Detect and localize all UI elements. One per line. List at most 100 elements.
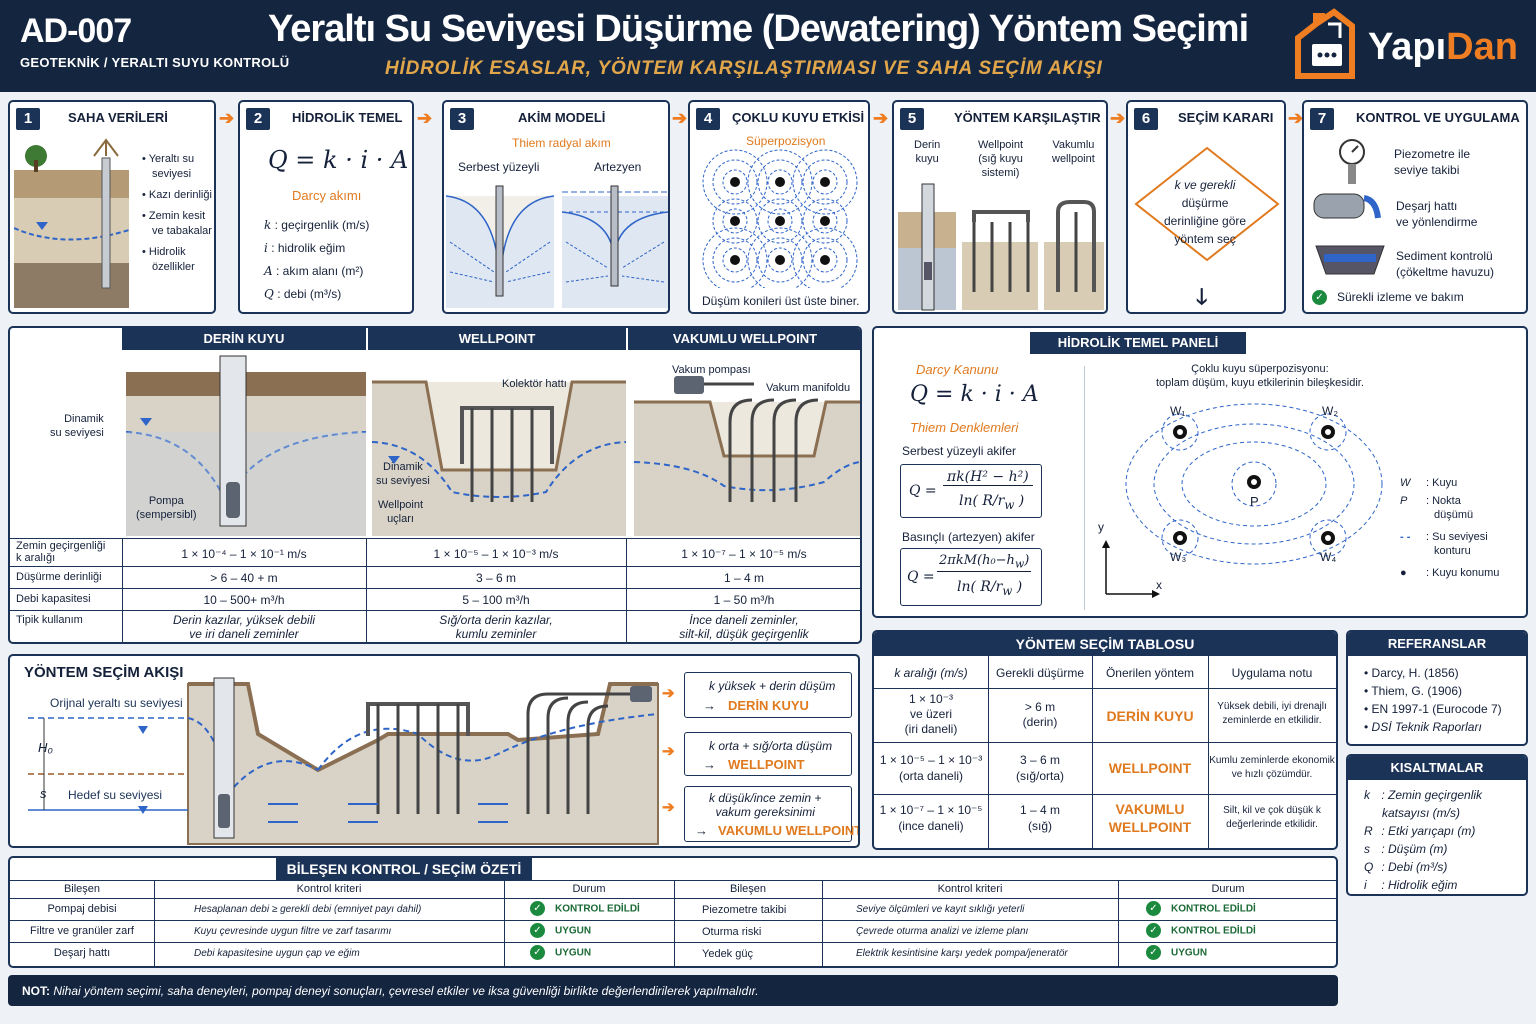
superposition-note: Düşüm konileri üst üste biner. (702, 294, 860, 308)
superposition-text: Çoklu kuyu süperpozisyonu:toplam düşüm, … (1156, 363, 1364, 389)
status-badge: ✓UYGUN (530, 945, 591, 960)
summary-title: BİLEŞEN KONTROL / SEÇİM ÖZETİ (276, 858, 532, 880)
col-criteria-2: Kontrol kriteri (937, 883, 1003, 895)
step-number: 7 (1310, 108, 1334, 130)
check-icon: ✓ (530, 945, 545, 960)
vacuum-wellpoint-diagram (634, 376, 860, 536)
step-title: AKİM MODELİ (518, 110, 606, 125)
step-saha-verileri: 1 SAHA VERİLERİ • Yeraltı su seviyesi • … (8, 100, 216, 314)
check-icon: ✓ (1146, 923, 1161, 938)
hydraulic-panel: HİDROLİK TEMEL PANELİ Darcy Kanunu Q = k… (872, 326, 1528, 618)
status-badge: ✓KONTROL EDİLDİ (1146, 901, 1256, 916)
criteria-cell: Çevrede oturma analizi ve izleme planı (856, 926, 1029, 937)
step-number: 5 (900, 108, 924, 130)
flow-vacuum: 1 – 50 m³/h (713, 593, 775, 607)
variable-list: k : geçirgenlik (m/s) i : hidrolik eğim … (264, 218, 370, 301)
flow-arrow-icon: ➔ (1288, 108, 1304, 128)
check-icon: ✓ (1146, 945, 1161, 960)
point-label-p: P (1250, 494, 1259, 509)
result-arrow-icon: ➔ (662, 743, 675, 760)
step-title: YÖNTEM KARŞILAŞTIR (954, 110, 1101, 125)
criteria-cell: Elektrik kesintisine karşı yedek pompa/j… (856, 948, 1068, 959)
hydro-legend: W: Kuyu P: Nokta düşümü - -: Su seviyesi… (1400, 477, 1500, 579)
brand-name: YapıDan (1368, 26, 1518, 68)
darcy-caption: Darcy akımı (292, 188, 362, 203)
table-row: Pompaj debisi (47, 903, 117, 915)
target-level-label: Hedef su seviyesi (68, 788, 163, 802)
depth-cell: 3 – 6 m(sığ/orta) (1015, 753, 1064, 783)
depth-vacuum: 1 – 4 m (723, 571, 765, 585)
step-number: 2 (246, 108, 270, 130)
superposition-caption: Süperpozisyon (746, 134, 826, 148)
result-arrow-icon: ➔ (662, 685, 675, 702)
superposition-wells-diagram (702, 149, 858, 288)
selection-table: YÖNTEM SEÇİM TABLOSU k aralığı (m/s) Ger… (872, 630, 1338, 850)
method-header-vakumlu: VAKUMLU WELLPOINT (628, 328, 860, 350)
method-cell: DERİN KUYU (1106, 708, 1194, 724)
status-badge: ✓UYGUN (1146, 945, 1207, 960)
flow-arrow-icon: ➔ (219, 108, 235, 128)
references-list: • Darcy, H. (1856) • Thiem, G. (1906) • … (1364, 666, 1502, 734)
flow-title: YÖNTEM SEÇİM AKIŞI (24, 664, 184, 681)
table-row: 1 × 10⁻⁵ – 1 × 10⁻³(orta daneli) (879, 753, 983, 783)
row-label-flow: Debi kapasitesi (16, 593, 91, 605)
step-number: 3 (450, 108, 474, 130)
usage-vacuum: İnce daneli zeminler,silt-kil, düşük geç… (679, 613, 809, 641)
status-badge: ✓KONTROL EDİLDİ (1146, 923, 1256, 938)
component-cell: Piezometre takibi (702, 904, 787, 916)
step-number: 4 (696, 108, 720, 130)
control-final: ✓Sürekli izleme ve bakım (1312, 290, 1464, 306)
darcy-formula: Q = k · i · A (268, 146, 409, 174)
references-title: REFERANSLAR (1348, 632, 1526, 656)
soil-profile-icon (14, 138, 130, 308)
references-panel: REFERANSLAR • Darcy, H. (1856) • Thiem, … (1346, 630, 1528, 746)
depth-deep-well: > 6 – 40 + m (210, 571, 278, 585)
h0-label: H₀ (38, 740, 53, 755)
step-title: KONTROL VE UYGULAMA (1356, 110, 1520, 125)
abbreviations-list: k : Zemin geçirgenlik katsayısı (m/s) R … (1364, 788, 1483, 892)
step-title: HİDROLİK TEMEL (292, 110, 403, 125)
table-row: 1 × 10⁻⁷ – 1 × 10⁻⁵(ince daneli) (879, 803, 983, 833)
flow-cross-section (28, 677, 659, 845)
k-vacuum: 1 × 10⁻⁷ – 1 × 10⁻⁵ m/s (681, 547, 807, 561)
col-method: Önerilen yöntem (1105, 666, 1195, 680)
deep-well-diagram (126, 355, 366, 536)
row-label-depth: Düşürme derinliği (16, 571, 102, 583)
component-summary: BİLEŞEN KONTROL / SEÇİM ÖZETİ Bileşen Ko… (8, 856, 1338, 968)
thiem-free-formula: Q = πk(H² − h²) ln( R/rw ) (900, 464, 1042, 518)
header: AD-007 GEOTEKNİK / YERALTI SUYU KONTROLÜ… (0, 0, 1536, 92)
page-title: Yeraltı Su Seviyesi Düşürme (Dewatering)… (268, 8, 1249, 50)
col-k: k aralığı (m/s) (894, 666, 968, 680)
method-header-wellpoint: WELLPOINT (368, 328, 626, 350)
wellpoint-diagram (372, 380, 626, 536)
artesian-label: Artezyen (594, 160, 642, 174)
artesian-aquifer-label: Basınçlı (artezyen) akifer (902, 530, 1035, 544)
flow-deep-well: 10 – 500+ m³/h (203, 593, 285, 607)
step-akim-modeli: 3 AKİM MODELİ Thiem radyal akım Serbest … (442, 100, 670, 314)
thiem-caption: Thiem radyal akım (512, 136, 611, 150)
flow-wellpoint: 5 – 100 m³/h (462, 593, 530, 607)
step-hidrolik-temel: 2 HİDROLİK TEMEL Q = k · i · A Darcy akı… (238, 100, 414, 314)
control-item-3: Sediment kontrolü(çökeltme havuzu) (1396, 249, 1495, 279)
footer-note: NOT: Nihai yöntem seçimi, saha deneyleri… (8, 975, 1338, 1006)
choice-deep-well: k yüksek + derin düşüm →DERİN KUYU (684, 672, 852, 718)
free-surface-label: Serbest yüzeyli (458, 160, 540, 174)
col-criteria: Kontrol kriteri (296, 883, 362, 895)
flow-arrow-icon: ➔ (672, 108, 688, 128)
flow-arrow-icon: ➔ (1110, 108, 1126, 128)
axis-y-label: y (1098, 520, 1104, 534)
method-cell: WELLPOINT (1108, 760, 1192, 776)
s-label: s (40, 786, 47, 801)
vacuum-manifold-label: Vakum manifoldu (766, 382, 851, 394)
